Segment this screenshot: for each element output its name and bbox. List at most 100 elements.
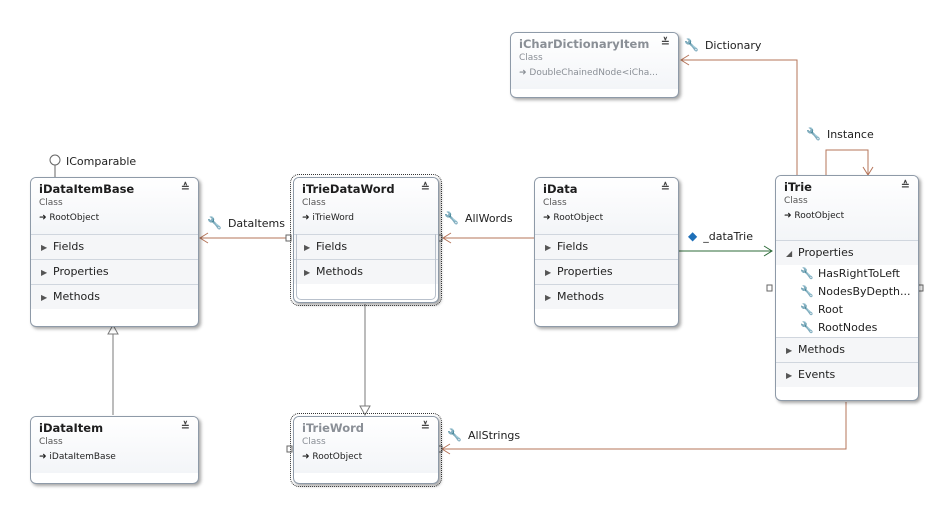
- compartment-label: Methods: [557, 290, 604, 303]
- class-base: ➜ iTrieWord: [302, 210, 430, 226]
- interface-lollipop-icon: [49, 154, 61, 166]
- compartment-methods[interactable]: ▶Methods: [31, 284, 198, 309]
- expand-triangle-icon: ▶: [545, 268, 552, 277]
- assoc-label-allwords[interactable]: 🔧AllWords: [444, 211, 513, 226]
- class-base: ➜ RootObject: [302, 449, 430, 465]
- class-header: iTrieDataWord Class ➜ iTrieWord ≙: [294, 178, 438, 234]
- compartment-methods[interactable]: ▶ Methods: [294, 259, 438, 284]
- expand-triangle-icon: ▶: [786, 371, 793, 380]
- interface-label-icomparable: IComparable: [66, 155, 137, 168]
- property-member[interactable]: 🔧 NodesByDepth...: [776, 283, 918, 301]
- compartment-label: Methods: [798, 343, 845, 356]
- collapse-chevron-icon[interactable]: ≙: [420, 181, 430, 194]
- property-name: RootNodes: [818, 321, 878, 334]
- expand-triangle-icon: ▶: [786, 346, 793, 355]
- collapse-chevron-icon[interactable]: ≚: [420, 420, 430, 433]
- class-box-idataitembase[interactable]: iDataItemBase Class ➜ RootObject ≙ ▶Fiel…: [30, 177, 199, 327]
- wrench-icon: 🔧: [684, 38, 699, 52]
- expand-triangle-icon: ▶: [304, 268, 311, 277]
- class-base-text: DoubleChainedNode<iCha...: [529, 68, 658, 78]
- collapse-triangle-icon: ◢: [786, 249, 793, 258]
- class-base-text: RootObject: [49, 213, 100, 223]
- property-member[interactable]: 🔧 Root: [776, 301, 918, 319]
- assoc-label-instance[interactable]: 🔧 Instance: [806, 127, 874, 142]
- class-base-text: iTrieWord: [312, 213, 354, 223]
- assoc-line-allstrings: [442, 402, 847, 450]
- wrench-icon: 🔧: [800, 321, 814, 334]
- class-title: iTrieWord: [302, 421, 365, 435]
- inheritance-arrow-icon: ➜: [543, 213, 554, 223]
- class-box-idataitem[interactable]: iDataItem Class ➜ iDataItemBase ≚: [30, 416, 199, 484]
- compartment-methods[interactable]: ▶ Methods: [776, 337, 918, 362]
- collapse-chevron-icon[interactable]: ≚: [180, 420, 190, 433]
- inheritance-arrow-icon: ➜: [302, 213, 313, 223]
- class-title: iDataItemBase: [39, 182, 135, 196]
- compartment-label: Properties: [557, 265, 613, 278]
- wrench-icon: 🔧: [806, 127, 821, 141]
- collapse-chevron-icon[interactable]: ≙: [900, 179, 910, 192]
- class-base: ➜ iDataItemBase: [39, 449, 190, 465]
- assoc-label-datatrie[interactable]: ◆_dataTrie: [688, 229, 753, 244]
- compartment-properties[interactable]: ▶ Properties: [535, 259, 678, 284]
- class-box-itriedataword[interactable]: iTrieDataWord Class ➜ iTrieWord ≙ ▶ Field…: [290, 174, 442, 306]
- class-box-ichardictionaryitem[interactable]: iCharDictionaryItem Class ➜ DoubleChaine…: [510, 32, 679, 98]
- class-title: iTrieDataWord: [302, 182, 395, 196]
- assoc-arrowhead-dictionary: [680, 54, 690, 66]
- collapse-chevron-icon[interactable]: ≙: [660, 181, 670, 194]
- expand-triangle-icon: ▶: [304, 243, 311, 252]
- assoc-label-dataitems[interactable]: 🔧DataItems: [207, 216, 285, 231]
- field-icon: ◆: [688, 229, 698, 243]
- wrench-icon: 🔧: [447, 428, 462, 442]
- compartment-fields[interactable]: ▶Fields: [31, 234, 198, 259]
- class-title: iTrie: [784, 180, 812, 194]
- class-base-text: RootObject: [312, 452, 363, 462]
- property-member[interactable]: 🔧 RootNodes: [776, 319, 918, 337]
- class-stereotype: Class: [39, 198, 63, 208]
- assoc-label-allstrings-text: AllStrings: [467, 429, 521, 442]
- inheritance-arrow-icon: ➜: [39, 452, 50, 462]
- compartment-label: Methods: [316, 265, 363, 278]
- compartment-label: Fields: [53, 240, 85, 253]
- assoc-arrowhead-allwords: [442, 232, 452, 244]
- compartment-label: Events: [798, 368, 836, 381]
- compartment-events[interactable]: ▶ Events: [776, 362, 918, 387]
- class-base: ➜ RootObject: [543, 210, 670, 226]
- wrench-icon: 🔧: [800, 303, 814, 316]
- compartment-fields[interactable]: ▶ Fields: [294, 234, 438, 259]
- property-name: Root: [818, 303, 843, 316]
- property-member[interactable]: 🔧HasRightToLeft: [776, 265, 918, 283]
- assoc-label-dictionary-text: Dictionary: [704, 39, 762, 52]
- compartment-label: Fields: [316, 240, 348, 253]
- class-header: iCharDictionaryItem Class ➜ DoubleChaine…: [511, 33, 678, 89]
- class-box-idata[interactable]: iData Class ➜ RootObject ≙ ▶Fields ▶ Prop…: [534, 177, 679, 327]
- compartment-label: Fields: [557, 240, 589, 253]
- assoc-label-dictionary[interactable]: 🔧 Dictionary: [684, 38, 761, 53]
- class-title: iDataItem: [39, 421, 104, 435]
- assoc-label-instance-text: Instance: [826, 128, 874, 141]
- assoc-arrowhead-datatrie: [763, 245, 773, 257]
- wrench-icon: 🔧: [207, 216, 222, 230]
- assoc-label-allstrings[interactable]: 🔧 AllStrings: [447, 428, 520, 443]
- inheritance-arrow-icon: ➜: [39, 213, 50, 223]
- assoc-arrowhead-dataitems: [199, 232, 209, 244]
- compartment-properties[interactable]: ▶Properties: [31, 259, 198, 284]
- collapse-chevron-icon[interactable]: ≚: [660, 36, 670, 49]
- compartment-methods[interactable]: ▶Methods: [535, 284, 678, 309]
- class-base-text: RootObject: [553, 213, 604, 223]
- wrench-lock-icon: 🔧: [444, 211, 459, 225]
- wrench-icon: 🔧: [800, 285, 814, 298]
- class-header: iTrie Class ➜ RootObject ≙: [776, 176, 918, 240]
- collapse-chevron-icon[interactable]: ≙: [180, 181, 190, 194]
- inheritance-arrow-icon: ➜: [519, 68, 530, 78]
- compartment-properties[interactable]: ◢Properties: [776, 240, 918, 265]
- class-box-itrie[interactable]: iTrie Class ➜ RootObject ≙ ◢Properties 🔧…: [775, 175, 919, 401]
- property-name: NodesByDepth...: [818, 285, 911, 298]
- class-header: iTrieWord Class ➜ RootObject ≚: [294, 417, 438, 473]
- class-stereotype: Class: [543, 198, 567, 208]
- class-header: iDataItemBase Class ➜ RootObject ≙: [31, 178, 198, 234]
- class-box-itrieword[interactable]: iTrieWord Class ➜ RootObject ≚: [290, 413, 442, 487]
- itrieword-port-left: [286, 445, 293, 453]
- class-title: iCharDictionaryItem: [519, 37, 650, 51]
- class-header: iData Class ➜ RootObject ≙: [535, 178, 678, 234]
- compartment-fields[interactable]: ▶Fields: [535, 234, 678, 259]
